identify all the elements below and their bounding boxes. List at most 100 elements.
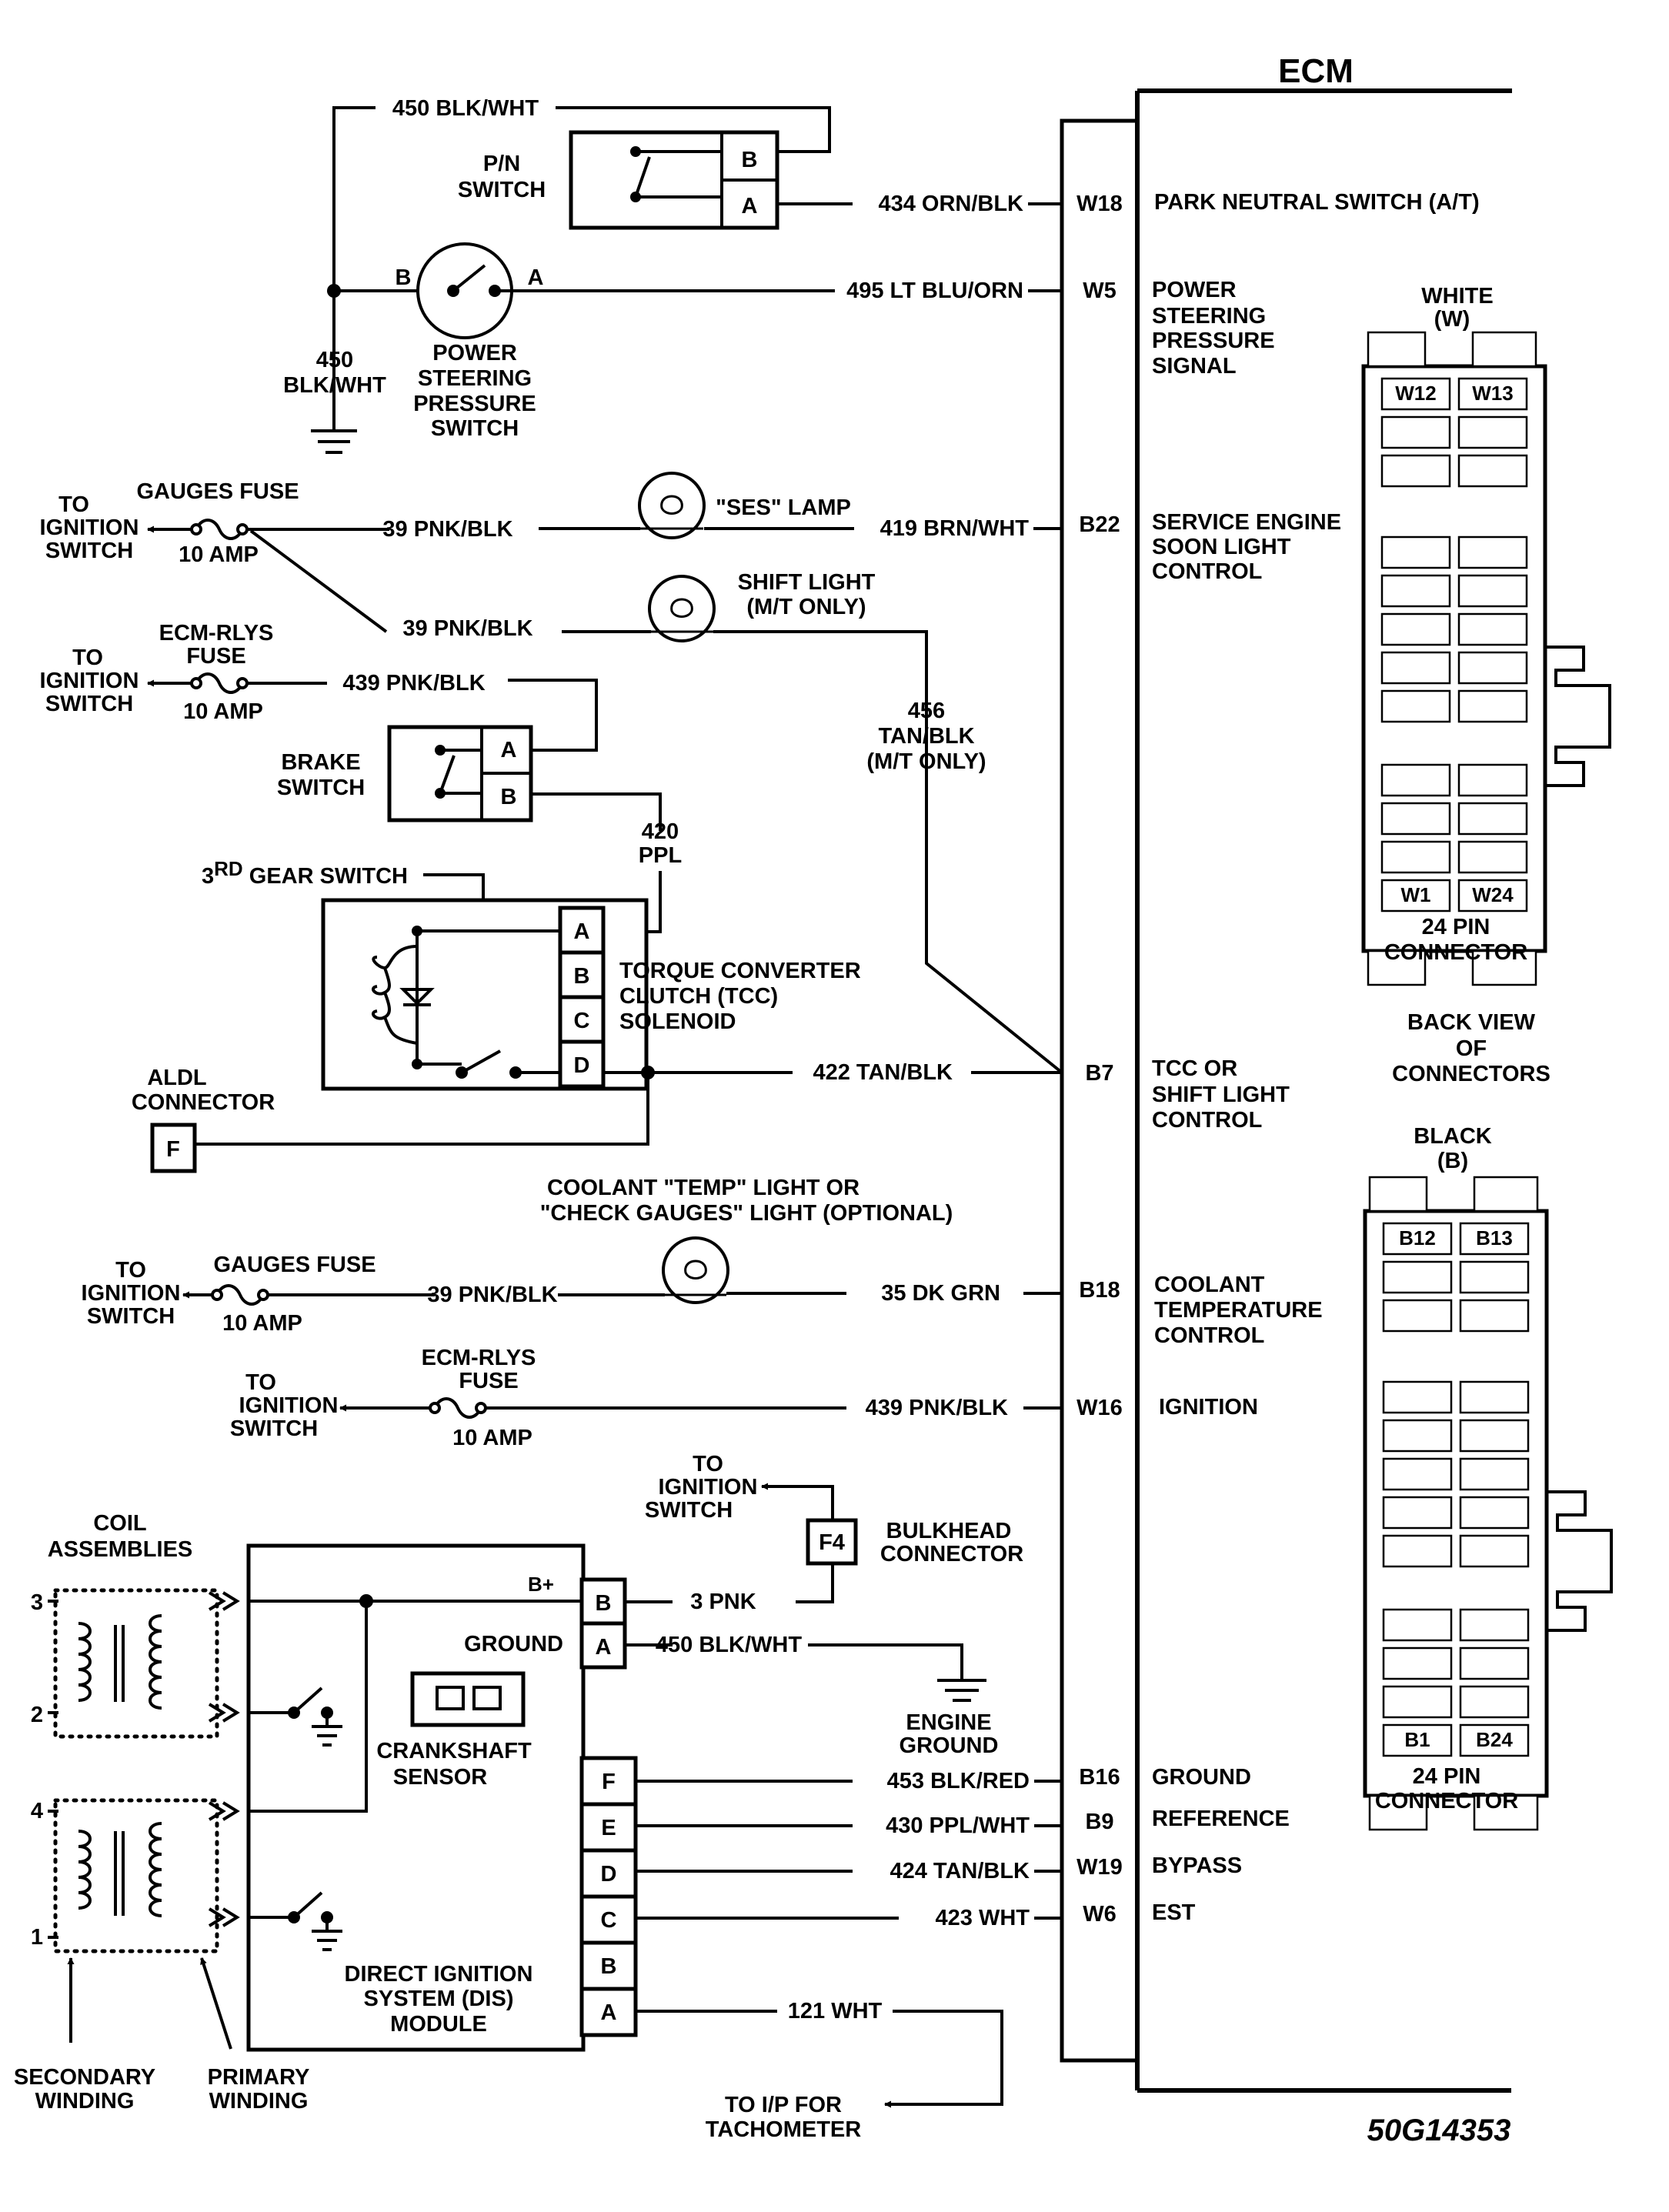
ecm-pin-function: TEMPERATURE <box>1154 1298 1323 1323</box>
shift-light-icon <box>648 575 716 642</box>
terminal-label: F <box>166 1137 180 1162</box>
ecm-pin-function: SHIFT LIGHT <box>1152 1083 1290 1107</box>
connector-cavity <box>1380 612 1451 646</box>
to-label: IGNITION <box>239 1393 339 1418</box>
ecm-pin-function: EST <box>1152 1900 1196 1925</box>
coil-number: 1 <box>31 1925 43 1950</box>
shift-light-circuit: 39 PNK/BLK SHIFT LIGHT (M/T ONLY) 456 TA… <box>249 529 1063 1074</box>
to-label: IGNITION <box>82 1281 181 1306</box>
connector-cavity <box>1457 689 1528 723</box>
brake-switch-circuit: TO IGNITION SWITCH ECM-RLYS FUSE 10 AMP … <box>40 621 682 933</box>
dis-module-body <box>246 1543 586 2052</box>
fuse-label: GAUGES FUSE <box>213 1253 376 1277</box>
connector-cavity <box>1459 1260 1530 1294</box>
terminal-label: A <box>528 265 544 290</box>
ecm-pin-id: B7 <box>1085 1061 1113 1086</box>
wire-label: 439 PNK/BLK <box>342 671 485 696</box>
ps-switch-label: PRESSURE <box>413 392 536 416</box>
power-steering-switch: B A 450 BLK/WHT POWER STEERING PRESSURE … <box>283 242 544 454</box>
connector-cavity <box>1380 535 1451 569</box>
to-label: TO <box>245 1370 276 1395</box>
lamp-label: "SES" LAMP <box>716 495 851 520</box>
connector-caption: CONNECTOR <box>1384 940 1527 965</box>
connector-cavity <box>1457 802 1528 836</box>
bulkhead-label: CONNECTOR <box>880 1542 1023 1566</box>
connector-cavity <box>1457 879 1528 912</box>
connector-cavity <box>1380 879 1451 912</box>
bulkhead-connector: TO IGNITION SWITCH F4 BULKHEAD CONNECTOR… <box>625 1452 1023 1614</box>
connector-cavity <box>1459 1723 1530 1757</box>
dis-module-label: DIRECT IGNITION <box>345 1962 533 1987</box>
dis-module-label: MODULE <box>390 2012 487 2037</box>
wire-label: 424 TAN/BLK <box>890 1859 1030 1883</box>
ecm-pin-id: B22 <box>1079 512 1120 537</box>
wire-label: 39 PNK/BLK <box>382 517 512 542</box>
connector-cavity <box>1382 1222 1453 1256</box>
coolant-caption: "CHECK GAUGES" LIGHT (OPTIONAL) <box>540 1201 953 1226</box>
ecm-pin-id: W5 <box>1083 279 1117 303</box>
fuse-label: FUSE <box>186 644 245 669</box>
terminal-label: B <box>601 1954 617 1979</box>
gear-switch-label: 3RD GEAR SWITCH <box>202 857 408 889</box>
fuse-label: FUSE <box>459 1369 518 1393</box>
dis-module-label: SYSTEM (DIS) <box>364 1987 514 2011</box>
to-label: SWITCH <box>230 1416 318 1441</box>
connector-cavity <box>1382 1380 1453 1414</box>
connector-cavity <box>1459 1685 1530 1719</box>
terminal-label: D <box>574 1053 590 1078</box>
wire-label: 423 WHT <box>936 1906 1030 1930</box>
ecm-pin-function: IGNITION <box>1159 1395 1258 1420</box>
ecm-pin-rows: 434 ORN/BLK W18 PARK NEUTRAL SWITCH (A/T… <box>465 190 1480 1930</box>
ecm-pin-row: 424 TAN/BLK W19 BYPASS <box>636 1853 1242 1883</box>
connector-cavity <box>1382 1723 1453 1757</box>
ps-switch-label: STEERING <box>418 366 532 391</box>
coil-number: 3 <box>31 1590 43 1615</box>
terminal-label: C <box>601 1908 617 1933</box>
connector-cavity <box>1380 574 1451 608</box>
connector-cavity <box>1380 763 1451 797</box>
ecm-pin-function: CONTROL <box>1154 1323 1264 1348</box>
connector-cavity <box>1380 415 1451 449</box>
connector-cavity <box>1380 840 1451 874</box>
connector-code: (W) <box>1434 307 1470 332</box>
ground-label: GROUND <box>464 1632 563 1656</box>
connector-cavity <box>1457 377 1528 411</box>
connector-cavity <box>1457 763 1528 797</box>
shift-light-label: (M/T ONLY) <box>746 595 866 619</box>
terminal-label: B <box>396 265 412 290</box>
connector-cavity <box>1382 1646 1453 1680</box>
back-view-line: CONNECTORS <box>1392 1062 1551 1086</box>
drawing-id: 50G14353 <box>1367 2114 1511 2147</box>
ecm-pin-id: B16 <box>1079 1765 1120 1790</box>
connector-cavity <box>1457 535 1528 569</box>
connector-cavity <box>1459 1419 1530 1453</box>
connector-cavity <box>1382 1534 1453 1568</box>
ses-lamp-icon <box>638 472 706 539</box>
bulkhead-label: BULKHEAD <box>886 1519 1012 1543</box>
pn-switch-label: P/N <box>483 152 520 176</box>
coil-number: 2 <box>31 1703 43 1727</box>
to-label: IGNITION <box>40 515 139 540</box>
aldl-label: CONNECTOR <box>132 1090 275 1115</box>
ecm-block: ECM <box>1060 52 1512 2093</box>
tcc-label: SOLENOID <box>619 1009 736 1034</box>
connector-title: BLACK <box>1414 1124 1492 1149</box>
connector-cavity <box>1459 1457 1530 1491</box>
terminal-label: A <box>501 738 517 762</box>
ecm-pin-function: PARK NEUTRAL SWITCH (A/T) <box>1154 190 1480 215</box>
connector-cavity <box>1457 574 1528 608</box>
wire-label: 495 LT BLU/ORN <box>846 279 1023 303</box>
connector-caption: CONNECTOR <box>1375 1789 1518 1813</box>
ecm-pin-row: 439 PNK/BLK W16 IGNITION <box>542 1395 1258 1420</box>
connector-cavity <box>1380 651 1451 685</box>
ecm-pin-function: SIGNAL <box>1152 354 1237 379</box>
terminal-label: F <box>602 1770 616 1794</box>
to-label: TO <box>72 646 103 670</box>
connector-cavity <box>1382 1685 1453 1719</box>
cavity-label: B12 <box>1399 1226 1436 1249</box>
wire-label: 450 BLK/WHT <box>392 96 539 121</box>
fuse-amp: 10 AMP <box>222 1311 302 1336</box>
engine-ground-label: ENGINE <box>906 1710 991 1735</box>
cavity-label: W24 <box>1472 883 1514 906</box>
